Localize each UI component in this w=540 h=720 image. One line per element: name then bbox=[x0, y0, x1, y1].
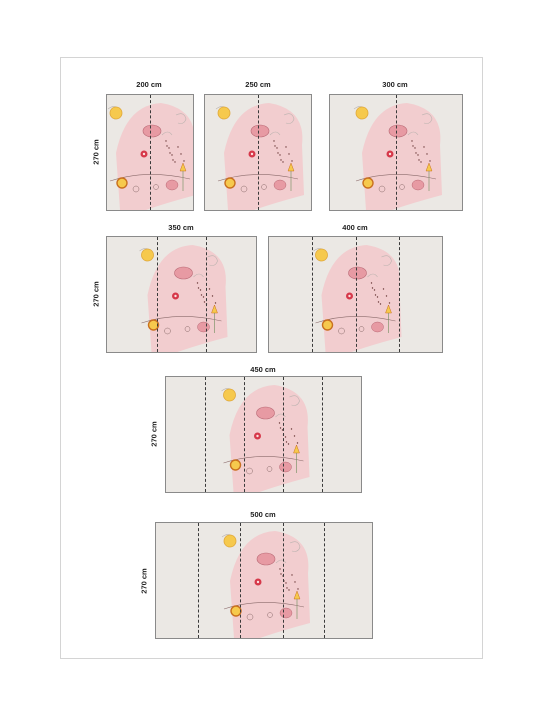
panel-seam-line bbox=[312, 237, 314, 352]
bird-icon bbox=[348, 266, 367, 280]
panel-seam-line bbox=[206, 237, 208, 352]
panel-seam-line bbox=[355, 237, 357, 352]
width-label-200: 200 cm bbox=[136, 80, 162, 89]
flower-icon bbox=[267, 612, 273, 618]
mural-preview-400[interactable] bbox=[268, 236, 443, 353]
bird-icon bbox=[256, 406, 275, 420]
mural-artwork bbox=[139, 245, 228, 352]
panel-seam-line bbox=[398, 237, 400, 352]
sun-icon bbox=[223, 534, 237, 548]
width-label-350: 350 cm bbox=[168, 223, 194, 232]
mouse-icon bbox=[273, 179, 287, 191]
width-label-500: 500 cm bbox=[250, 510, 276, 519]
flower-icon bbox=[358, 326, 365, 332]
bird-icon bbox=[256, 552, 276, 566]
mouse-icon bbox=[279, 461, 292, 473]
mural-artwork bbox=[215, 103, 304, 210]
flower-icon bbox=[246, 613, 254, 621]
width-label-250: 250 cm bbox=[245, 80, 271, 89]
width-label-400: 400 cm bbox=[342, 223, 368, 232]
panel-seam-line bbox=[322, 377, 323, 492]
mural-preview-250[interactable] bbox=[204, 94, 312, 211]
mouse-icon bbox=[197, 321, 210, 333]
bird-icon bbox=[250, 124, 270, 138]
bird-icon bbox=[388, 124, 408, 138]
bird-icon bbox=[142, 124, 162, 138]
flower-icon bbox=[399, 184, 405, 190]
height-label-450: 270 cm bbox=[149, 421, 159, 447]
mural-artwork bbox=[107, 103, 193, 210]
panel-seam-line bbox=[324, 523, 326, 638]
mouse-icon bbox=[371, 321, 384, 333]
panel-seam-line bbox=[396, 95, 397, 210]
panel-seam-line bbox=[198, 523, 200, 638]
panel-seam-line bbox=[240, 523, 242, 638]
sun-icon bbox=[362, 177, 374, 189]
sun-icon bbox=[355, 106, 369, 120]
flower-icon bbox=[261, 184, 267, 190]
sun-icon bbox=[147, 319, 160, 331]
mural-preview-500[interactable] bbox=[155, 522, 373, 639]
sun-icon bbox=[321, 319, 334, 331]
mouse-icon bbox=[411, 179, 425, 191]
flower-icon bbox=[240, 185, 248, 193]
mouse-icon bbox=[165, 179, 179, 191]
flower-icon bbox=[153, 184, 159, 190]
mural-preview-300[interactable] bbox=[329, 94, 463, 211]
sun-icon bbox=[224, 177, 236, 189]
flower-icon bbox=[266, 466, 273, 472]
mural-artwork bbox=[353, 103, 442, 210]
mural-artwork bbox=[221, 531, 310, 638]
panel-seam-line bbox=[244, 377, 245, 492]
flower-icon bbox=[132, 185, 140, 193]
sun-icon bbox=[217, 106, 231, 120]
sun-icon bbox=[141, 248, 154, 262]
flower-icon bbox=[338, 327, 345, 335]
flower-icon bbox=[164, 327, 171, 335]
sun-icon bbox=[223, 388, 236, 402]
sun-icon bbox=[116, 177, 128, 189]
height-label-350: 270 cm bbox=[91, 281, 101, 307]
sun-icon bbox=[315, 248, 328, 262]
panel-seam-line bbox=[205, 377, 206, 492]
sun-icon bbox=[109, 106, 123, 120]
mural-artwork bbox=[313, 245, 402, 352]
width-label-450: 450 cm bbox=[250, 365, 276, 374]
panel-seam-line bbox=[150, 95, 151, 210]
height-label-200: 270 cm bbox=[91, 139, 101, 165]
width-label-300: 300 cm bbox=[382, 80, 408, 89]
panel-seam-line bbox=[156, 237, 158, 352]
sun-icon bbox=[229, 459, 242, 471]
mural-preview-450[interactable] bbox=[165, 376, 362, 493]
mouse-icon bbox=[279, 607, 293, 619]
mural-artwork bbox=[221, 385, 310, 492]
mural-preview-200[interactable] bbox=[106, 94, 194, 211]
mural-preview-350[interactable] bbox=[106, 236, 257, 353]
flower-icon bbox=[378, 185, 386, 193]
panel-seam-line bbox=[283, 377, 284, 492]
height-label-500: 270 cm bbox=[139, 568, 149, 594]
panel-seam-line bbox=[283, 523, 285, 638]
flower-icon bbox=[246, 467, 253, 475]
panel-seam-line bbox=[258, 95, 259, 210]
bird-icon bbox=[174, 266, 193, 280]
flower-icon bbox=[184, 326, 191, 332]
